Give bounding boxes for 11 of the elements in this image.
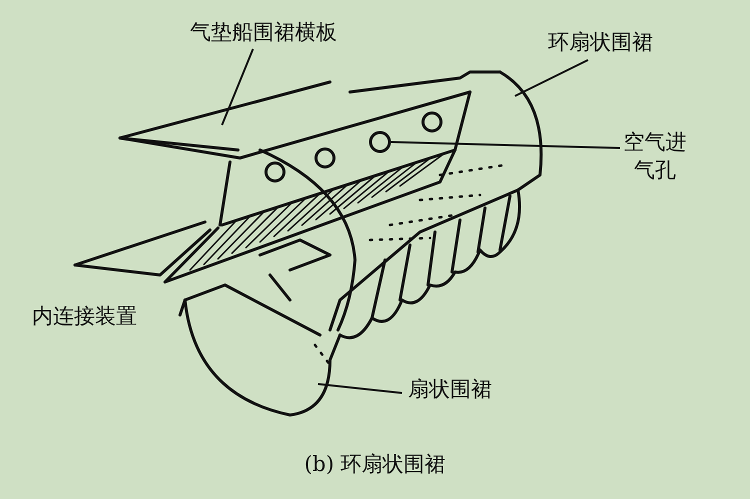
figure-caption: (b) 环扇状围裙	[303, 451, 447, 478]
callout-label: 环扇状围裙	[548, 28, 653, 56]
leader-line	[390, 141, 620, 149]
leader-line	[514, 59, 588, 97]
leader-line	[221, 48, 254, 126]
callout-label: 扇状围裙	[408, 375, 492, 403]
air-hole	[369, 131, 391, 153]
callout-label: 空气进气孔	[622, 128, 688, 184]
leader-line	[318, 383, 402, 394]
callout-label: 气垫船围裙横板	[190, 18, 337, 46]
part-label: 内连接装置	[32, 303, 137, 330]
